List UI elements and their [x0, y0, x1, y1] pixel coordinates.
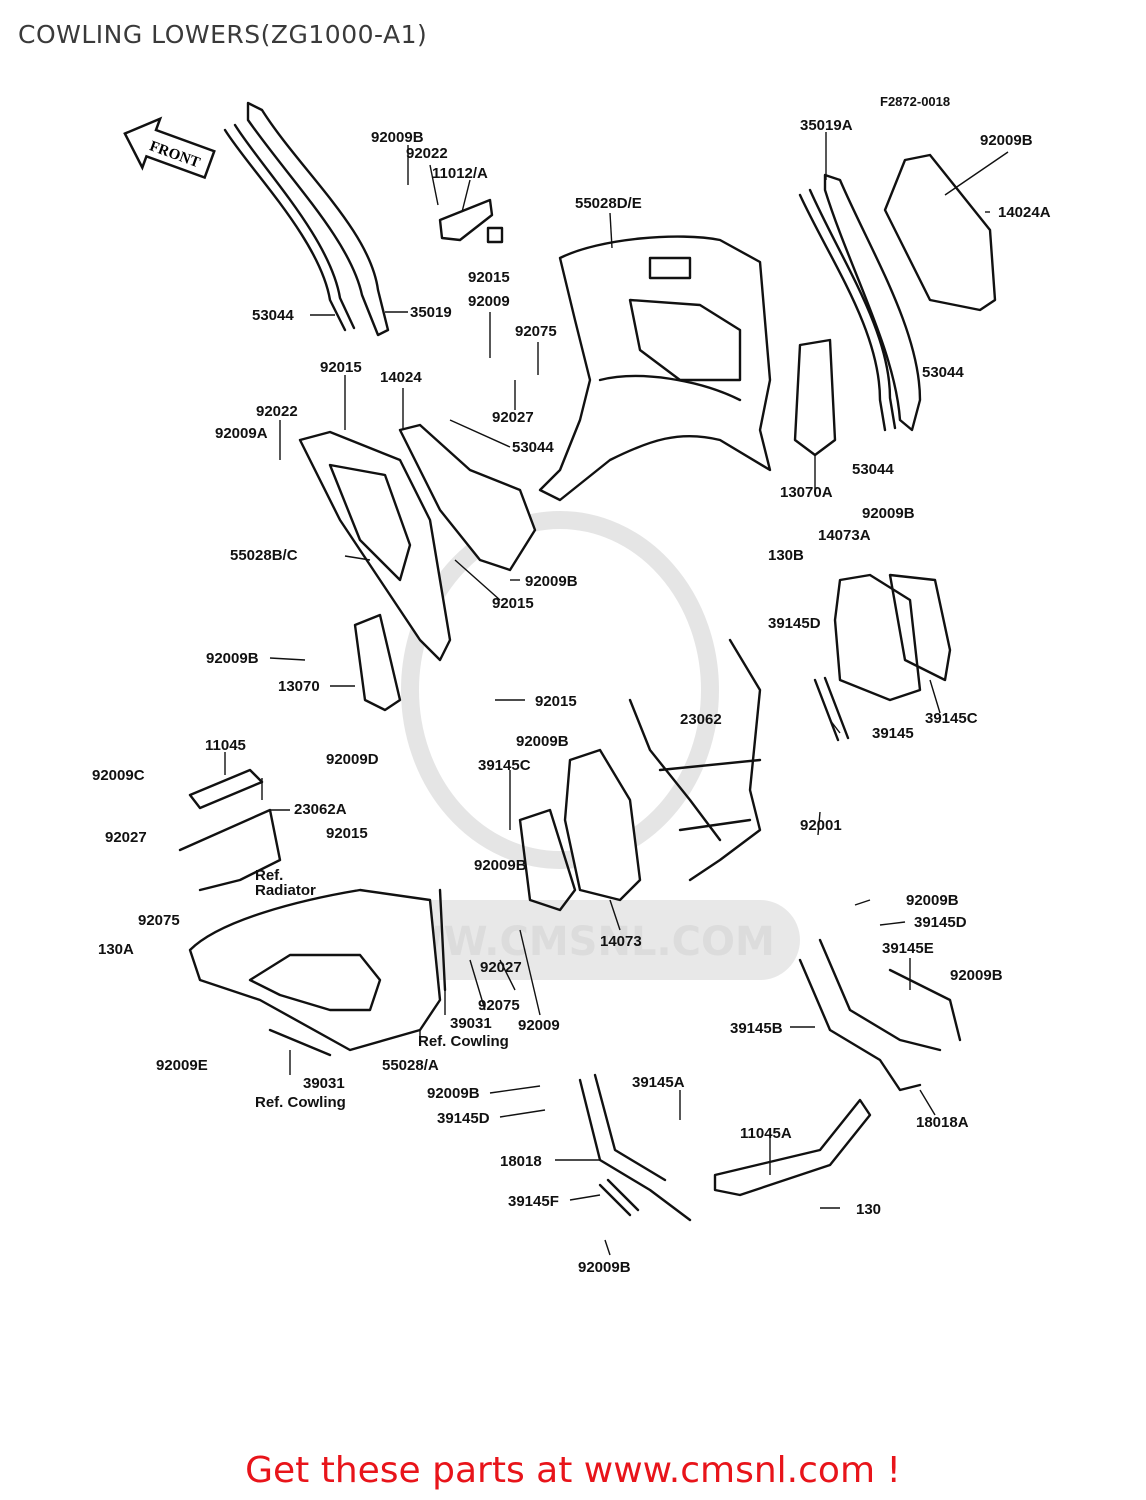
- part-label: 92075: [515, 323, 557, 340]
- part-label: 92075: [478, 997, 520, 1014]
- part-label: 92001: [800, 817, 842, 834]
- part-label: 92009B: [516, 733, 569, 750]
- part-label: 92009B: [950, 967, 1003, 984]
- part-label: 14073: [600, 933, 642, 950]
- part-label: 92022: [256, 403, 298, 420]
- part-label: 92027: [480, 959, 522, 976]
- part-label: 92015: [320, 359, 362, 376]
- part-18018-bracket: [578, 1073, 692, 1222]
- leader-lines: [224, 132, 1009, 1256]
- part-label: 130B: [768, 547, 804, 564]
- part-label: 23062A: [294, 801, 347, 818]
- part-label: 14024A: [998, 204, 1051, 221]
- part-label: 55028B/C: [230, 547, 298, 564]
- part-label: Ref.: [255, 867, 283, 884]
- part-23062A-bracket: [178, 808, 282, 892]
- part-label: 11045A: [740, 1125, 792, 1142]
- part-label: 92015: [492, 595, 534, 612]
- part-label: 53044: [922, 364, 964, 381]
- part-label: 55028D/E: [575, 195, 642, 212]
- part-label: 92075: [138, 912, 180, 929]
- part-label: 92027: [105, 829, 147, 846]
- part-label: 130A: [98, 941, 134, 958]
- part-label: 39145A: [632, 1074, 685, 1091]
- part-53044-35019-trim: [223, 101, 390, 337]
- part-label: 39031: [450, 1015, 492, 1032]
- part-label: 11045: [205, 737, 246, 754]
- part-55028D-E-cowling: [538, 235, 772, 502]
- part-14073A-duct: [833, 573, 952, 702]
- part-label: 23062: [680, 711, 722, 728]
- part-label: 92009E: [156, 1057, 208, 1074]
- part-label: 39145D: [768, 615, 821, 632]
- part-label: 14024: [380, 369, 422, 386]
- part-labels: 92009B 92022 11012/A 55028D/E 35019A 920…: [92, 117, 1051, 1276]
- part-11012A-clip: [438, 198, 504, 244]
- part-label: 35019A: [800, 117, 853, 134]
- part-label: 39145F: [508, 1193, 559, 1210]
- part-39145F-bar: [598, 1178, 640, 1217]
- promo-link[interactable]: Get these parts at www.cmsnl.com !: [245, 1450, 901, 1491]
- front-arrow-icon: FRONT: [123, 116, 216, 180]
- part-label: 18018: [500, 1153, 542, 1170]
- part-23062-frame: [628, 638, 762, 882]
- part-label: 39145E: [882, 940, 934, 957]
- part-label: 39145D: [914, 914, 967, 931]
- part-label: 92009: [468, 293, 510, 310]
- part-35019A-53044-right-trim: [798, 173, 922, 432]
- part-label: 92022: [406, 145, 448, 162]
- part-label: 92009D: [326, 751, 379, 768]
- part-14024-bracket: [398, 423, 537, 572]
- part-label: 92009A: [215, 425, 268, 442]
- part-55028A-undercover: [188, 888, 442, 1052]
- part-label: 92009B: [206, 650, 259, 667]
- page-title: COWLING LOWERS(ZG1000-A1): [18, 20, 428, 49]
- part-14024A-bracket: [883, 153, 997, 312]
- part-label: 92009B: [906, 892, 959, 909]
- part-39031-rod: [268, 888, 447, 1057]
- part-label: 39031: [303, 1075, 345, 1092]
- part-label: 130: [856, 1201, 881, 1218]
- part-label: 53044: [252, 307, 294, 324]
- part-13070A-bracket: [793, 338, 837, 457]
- part-label: 92009B: [578, 1259, 631, 1276]
- part-14073-duct: [518, 748, 642, 912]
- part-39145-bar: [813, 676, 850, 742]
- part-label: 92009C: [92, 767, 145, 784]
- part-label: 39145B: [730, 1020, 783, 1037]
- part-label: 92009B: [427, 1085, 480, 1102]
- part-11045-bracket: [188, 768, 264, 810]
- part-label: 92009B: [862, 505, 915, 522]
- part-13070-bracket: [353, 613, 402, 712]
- part-label: 92009B: [525, 573, 578, 590]
- part-label: 53044: [512, 439, 554, 456]
- part-label: 92009: [518, 1017, 560, 1034]
- part-label: 39145C: [478, 757, 531, 774]
- part-label: 39145: [872, 725, 914, 742]
- part-label: Ref. Cowling: [255, 1094, 346, 1111]
- part-label: 92027: [492, 409, 534, 426]
- part-label: 92015: [326, 825, 368, 842]
- part-label: 18018A: [916, 1114, 969, 1131]
- part-label: 13070A: [780, 484, 833, 501]
- part-label: 55028/A: [382, 1057, 439, 1074]
- part-label: 92009B: [371, 129, 424, 146]
- part-label: 92015: [535, 693, 577, 710]
- part-label: 53044: [852, 461, 894, 478]
- part-11045A-bracket: [713, 1098, 872, 1197]
- part-label: 39145D: [437, 1110, 490, 1127]
- part-label: 39145C: [925, 710, 978, 727]
- part-label: 35019: [410, 304, 452, 321]
- part-label: 13070: [278, 678, 320, 695]
- part-label: 14073A: [818, 527, 871, 544]
- part-label: Radiator: [255, 882, 316, 899]
- figure-id: F2872-0018: [880, 94, 950, 109]
- part-label: Ref. Cowling: [418, 1033, 509, 1050]
- part-label: 11012/A: [432, 165, 488, 182]
- part-label: 92015: [468, 269, 510, 286]
- part-label: 92009B: [980, 132, 1033, 149]
- part-label: 92009B: [474, 857, 527, 874]
- part-18018A-bracket: [798, 938, 942, 1092]
